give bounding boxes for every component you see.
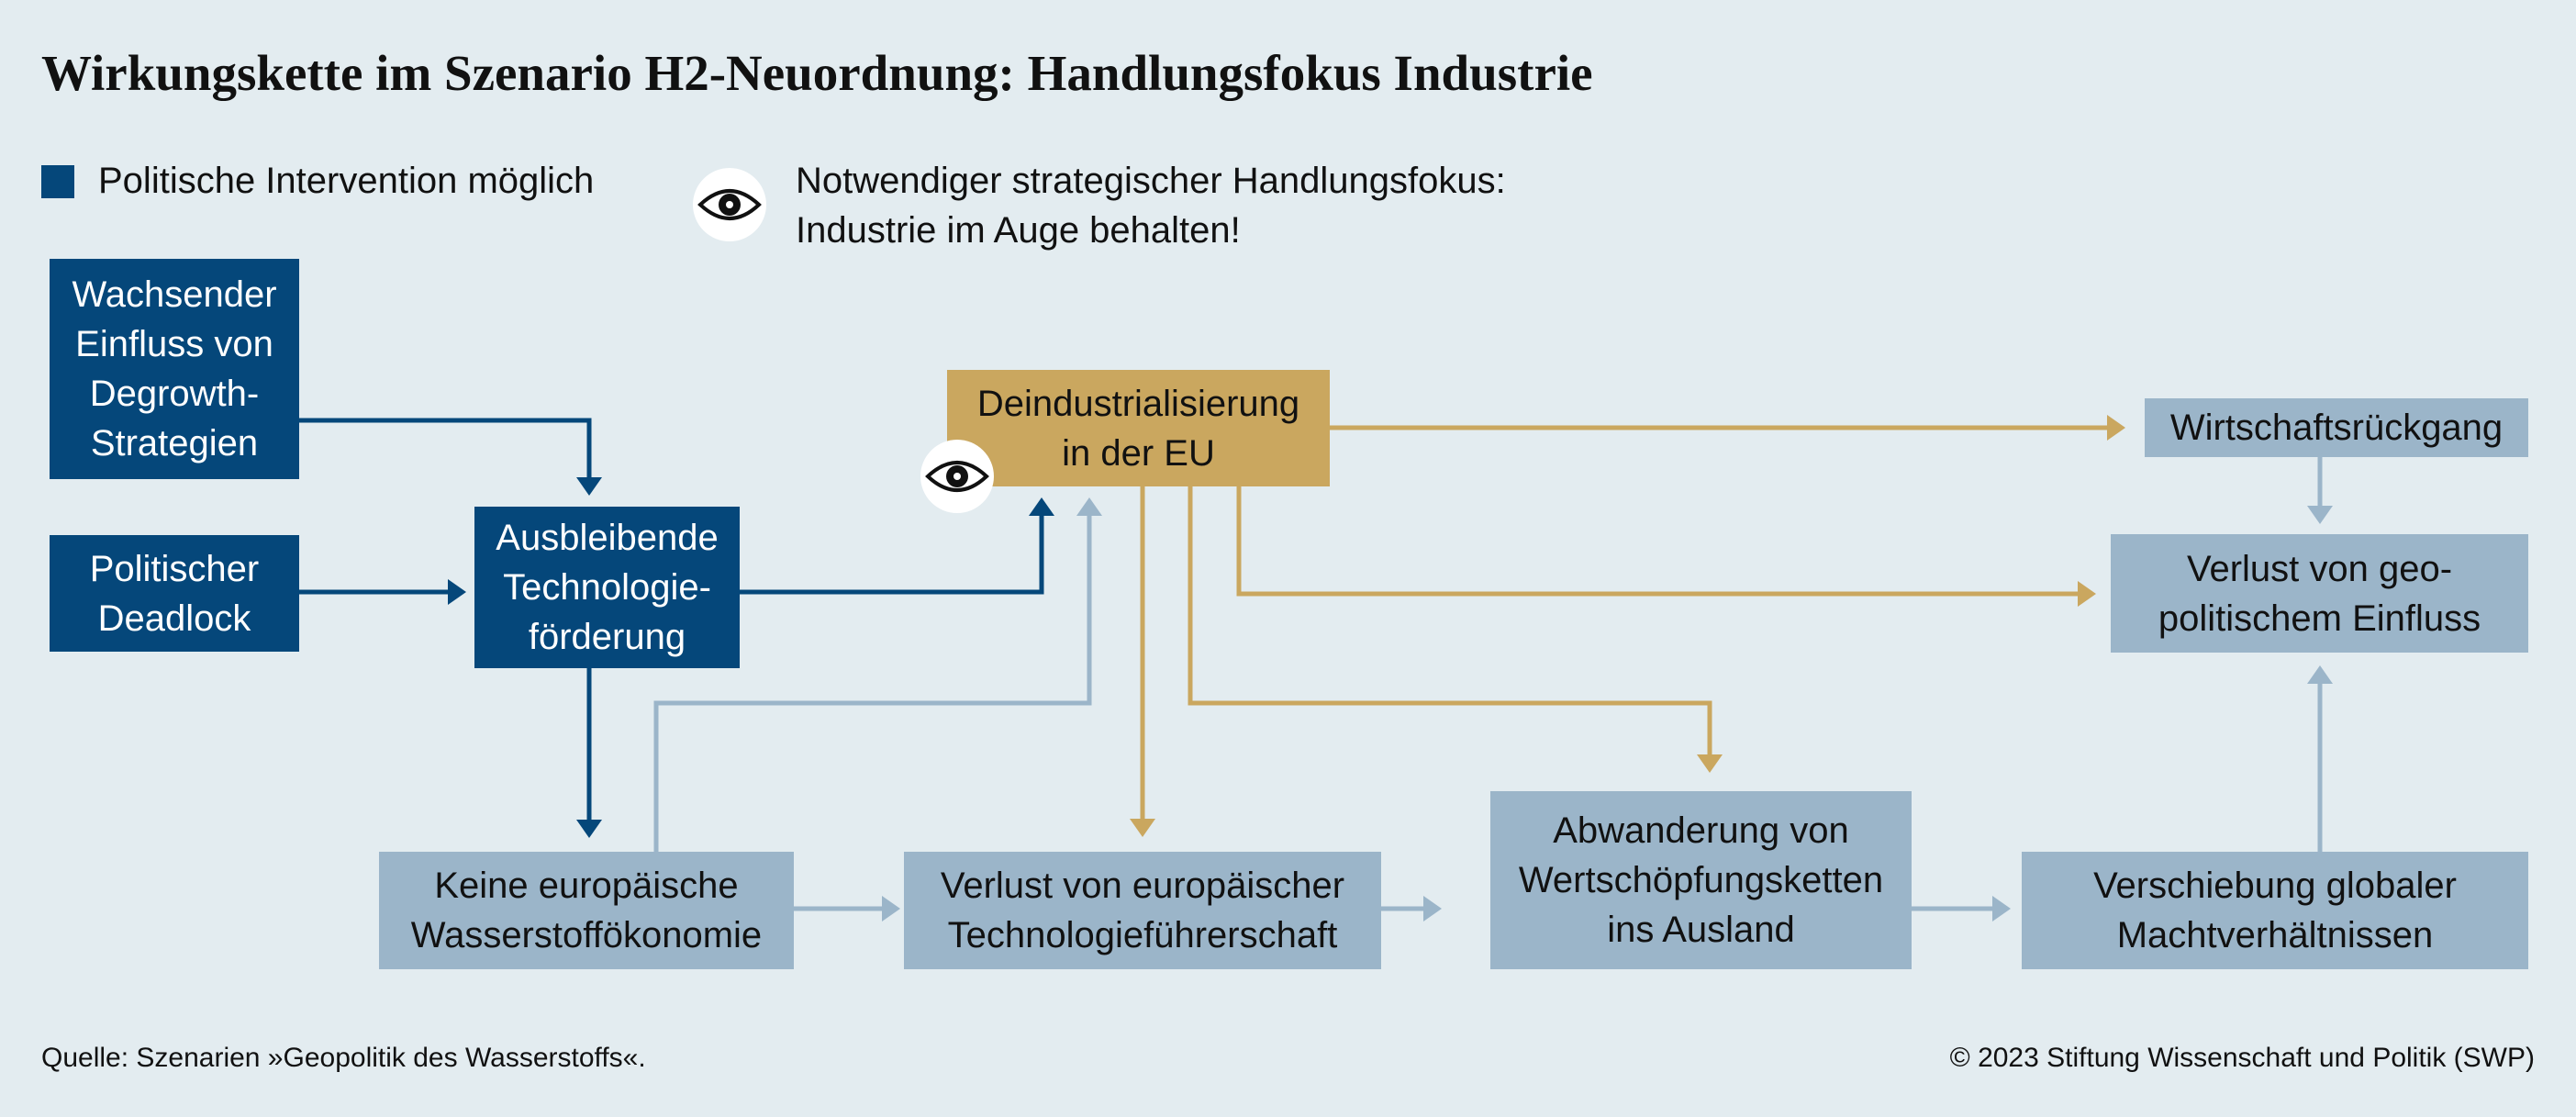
legend-intervention-swatch (41, 165, 74, 198)
box-technologiefuehrerschaft-label: Verlust von europäischer Technologieführ… (940, 866, 1345, 955)
box-degrowth-label: Wachsender Einfluss von Degrowth- Strate… (72, 274, 277, 464)
box-deadlock-label: Politischer Deadlock (89, 548, 260, 639)
arrow-foerderung-to-deindustrialisierung (739, 503, 1044, 595)
box-technologiefuehrerschaft: Verlust von europäischer Technologieführ… (904, 852, 1381, 969)
page-title: Wirkungskette im Szenario H2-Neuordnung:… (41, 45, 1593, 101)
arrow-wasserstoff-to-deind (653, 510, 1092, 852)
box-deindustrialisierung: Deindustrialisierung in der EU (947, 370, 1330, 486)
box-wasserstoffoekonomie: Keine europäische Wasserstoffökonomie (379, 852, 794, 969)
box-verlust-geopolitik-label: Verlust von geo- politischem Einfluss (2158, 548, 2481, 639)
box-abwanderung: Abwanderung von Wertschöpfungsketten ins… (1490, 791, 1912, 969)
box-verlust-geopolitik: Verlust von geo- politischem Einfluss (2111, 534, 2528, 653)
legend-intervention-label: Politische Intervention möglich (98, 161, 595, 201)
arrow-deind-to-geopolitik (1236, 485, 2081, 597)
eye-icon (693, 168, 766, 241)
box-abwanderung-label: Abwanderung von Wertschöpfungsketten ins… (1518, 810, 1884, 950)
box-wirtschaftsrueckgang: Wirtschaftsrückgang (2145, 398, 2528, 457)
footer-copyright: © 2023 Stiftung Wissenschaft und Politik… (1949, 1043, 2535, 1073)
eye-icon (920, 440, 994, 513)
legend-focus-line1: Notwendiger strategischer Handlungsfokus… (796, 161, 1506, 201)
arrow-deind-to-abwanderung (1188, 485, 1712, 764)
box-deadlock: Politischer Deadlock (50, 535, 299, 652)
legend-focus-line2: Industrie im Auge behalten! (796, 210, 1241, 251)
box-technologiefoerderung: Ausbleibende Technologie- förderung (474, 507, 740, 668)
arrow-degrowth-to-foerderung (298, 418, 594, 490)
footer-source: Quelle: Szenarien »Geopolitik des Wasser… (41, 1043, 646, 1073)
box-machtverhaeltnisse-label: Verschiebung globaler Machtverhältnissen (2093, 866, 2457, 955)
box-wirtschaftsrueckgang-label: Wirtschaftsrückgang (2169, 408, 2504, 448)
box-wasserstoffoekonomie-label: Keine europäische Wasserstoffökonomie (410, 866, 763, 955)
box-technologiefoerderung-label: Ausbleibende Technologie- förderung (496, 518, 719, 657)
box-deindustrialisierung-label: Deindustrialisierung in der EU (976, 383, 1300, 474)
box-machtverhaeltnisse: Verschiebung globaler Machtverhältnissen (2022, 852, 2528, 969)
box-degrowth: Wachsender Einfluss von Degrowth- Strate… (50, 259, 299, 479)
